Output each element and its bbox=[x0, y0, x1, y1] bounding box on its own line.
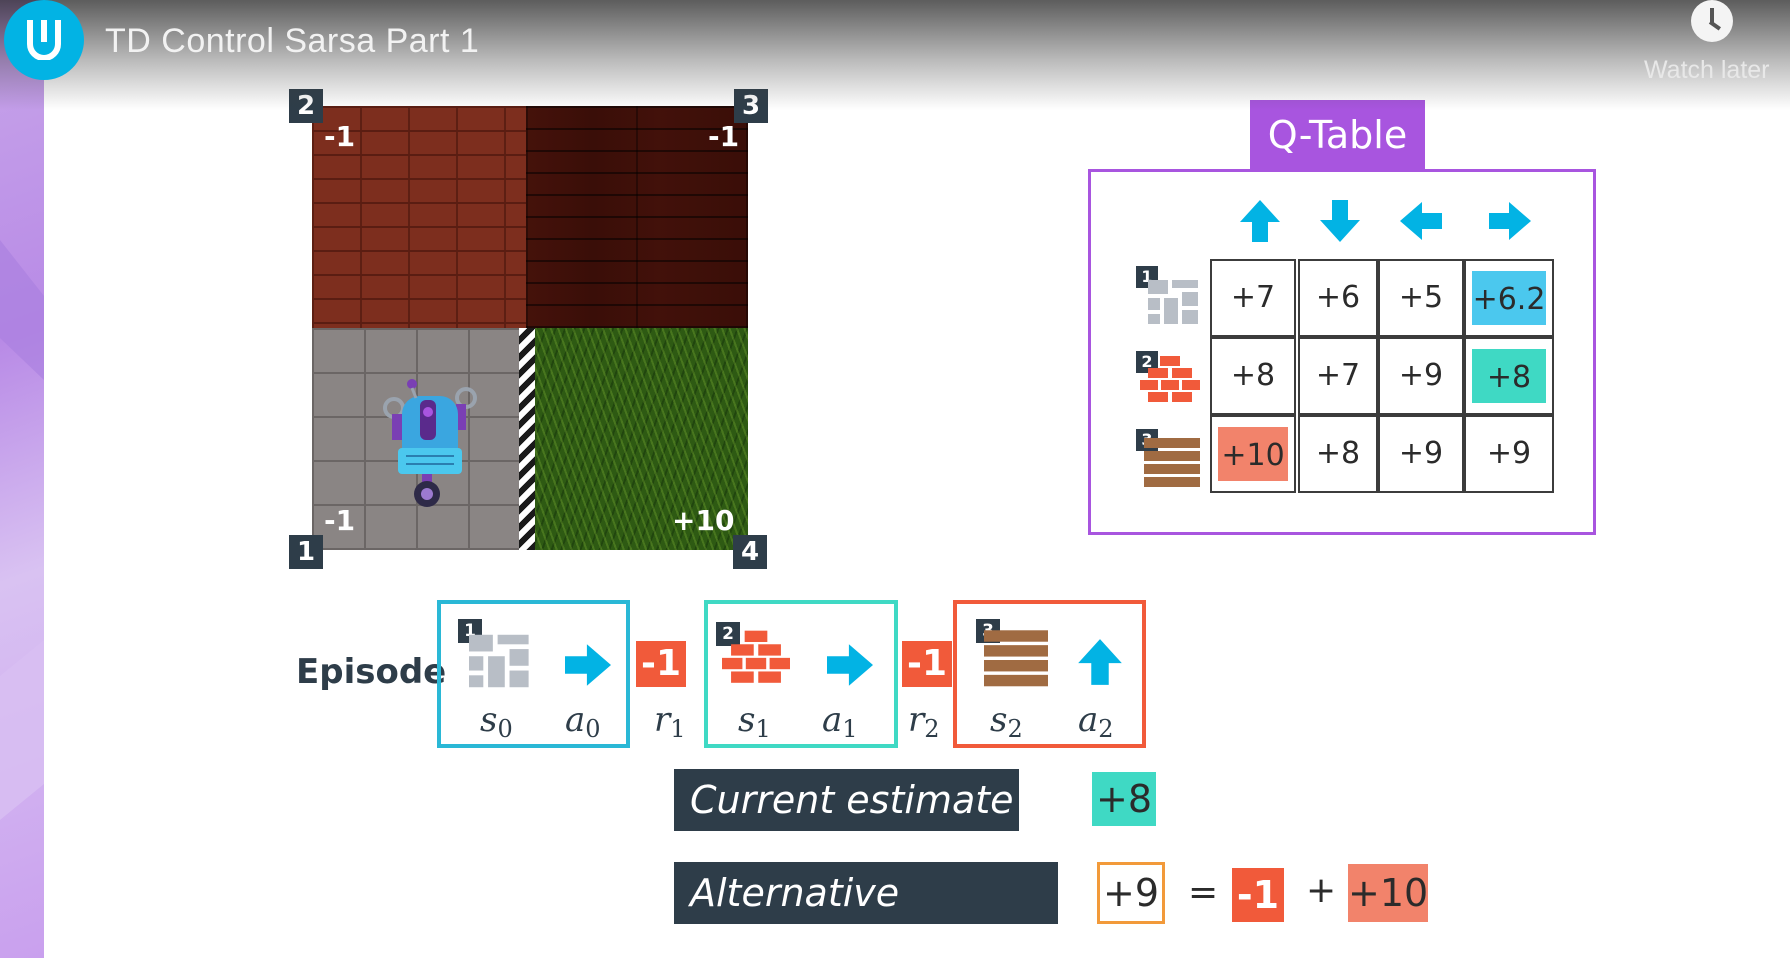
q-cell: +9 bbox=[1378, 415, 1464, 493]
robot-icon bbox=[383, 379, 477, 507]
video-title[interactable]: TD Control Sarsa Part 1 bbox=[105, 22, 480, 60]
q-cell: +7 bbox=[1298, 337, 1378, 415]
cell-reward: -1 bbox=[324, 120, 356, 153]
alternative-estimate-value: +9 bbox=[1097, 862, 1165, 924]
equals-sign: = bbox=[1188, 872, 1219, 913]
episode-label: Episode bbox=[296, 652, 447, 692]
reward-box: -1 bbox=[902, 641, 952, 687]
down-arrow-icon bbox=[1320, 200, 1360, 242]
q-cell: +5 bbox=[1378, 259, 1464, 337]
udacity-logo-icon bbox=[27, 20, 61, 60]
wood-planks-icon bbox=[984, 630, 1048, 687]
q-cell-highlighted: +6.2 bbox=[1464, 259, 1554, 337]
episode-step bbox=[704, 600, 898, 748]
q-value: +6.2 bbox=[1472, 271, 1546, 325]
wall-barrier bbox=[519, 328, 535, 550]
q-cell: +8 bbox=[1210, 337, 1296, 415]
q-value: +8 bbox=[1472, 349, 1546, 403]
cell-reward: -1 bbox=[324, 504, 356, 537]
row-state-badge: 2 bbox=[1136, 351, 1158, 373]
episode-step bbox=[953, 600, 1146, 748]
left-arrow-icon bbox=[1400, 202, 1442, 240]
action-symbol: a1 bbox=[822, 700, 858, 743]
decorative-facet bbox=[0, 640, 44, 820]
right-arrow-icon bbox=[1489, 202, 1531, 240]
q-cell: +8 bbox=[1298, 415, 1378, 493]
reward-symbol: r2 bbox=[908, 700, 940, 743]
action-symbol: a2 bbox=[1078, 700, 1114, 743]
q-cell-highlighted: +8 bbox=[1464, 337, 1554, 415]
current-estimate-label: Current estimate bbox=[674, 769, 1019, 831]
future-term: +10 bbox=[1348, 864, 1428, 922]
current-estimate-value: +8 bbox=[1092, 772, 1156, 826]
player-top-bar bbox=[0, 0, 1790, 110]
up-arrow-icon bbox=[1240, 200, 1280, 242]
up-arrow-icon bbox=[1078, 639, 1122, 685]
state-badge: 1 bbox=[289, 535, 323, 569]
episode-step bbox=[437, 600, 630, 748]
q-cell: +6 bbox=[1298, 259, 1378, 337]
channel-logo[interactable] bbox=[4, 0, 84, 80]
qtable-title: Q-Table bbox=[1250, 100, 1425, 170]
brick-wall-icon bbox=[722, 630, 790, 683]
step-state-badge: 2 bbox=[716, 622, 740, 646]
stone-tile-icon bbox=[469, 634, 529, 688]
q-cell: +7 bbox=[1210, 259, 1296, 337]
right-arrow-icon bbox=[827, 644, 873, 686]
right-arrow-icon bbox=[565, 644, 611, 686]
brick-wall-icon bbox=[1140, 356, 1200, 402]
cell-reward: -1 bbox=[708, 120, 740, 153]
cell-reward: +10 bbox=[672, 504, 735, 537]
stone-tile-icon bbox=[1148, 280, 1198, 324]
state-symbol: s2 bbox=[990, 700, 1023, 743]
decorative-facet bbox=[0, 240, 44, 380]
stone-cell bbox=[312, 328, 526, 550]
wood-cell bbox=[526, 106, 748, 328]
grid-world: -1 -1 -1 +10 bbox=[312, 106, 748, 550]
reward-box: -1 bbox=[636, 641, 686, 687]
q-cell-highlighted: +10 bbox=[1210, 415, 1296, 493]
qtable-panel bbox=[1088, 169, 1596, 535]
state-badge: 4 bbox=[733, 535, 767, 569]
decorative-rail bbox=[0, 0, 44, 958]
state-symbol: s1 bbox=[738, 700, 771, 743]
reward-term: -1 bbox=[1232, 868, 1284, 922]
wood-planks-icon bbox=[1144, 438, 1200, 487]
plus-sign: + bbox=[1306, 870, 1337, 911]
alternative-estimate-label: Alternative estimate bbox=[674, 862, 1058, 958]
q-cell: +9 bbox=[1464, 415, 1554, 493]
q-value: +10 bbox=[1218, 427, 1288, 481]
brick-cell bbox=[312, 106, 526, 328]
action-symbol: a0 bbox=[565, 700, 601, 743]
reward-symbol: r1 bbox=[654, 700, 686, 743]
state-symbol: s0 bbox=[480, 700, 513, 743]
clock-icon[interactable] bbox=[1691, 0, 1733, 42]
watch-later-label[interactable]: Watch later bbox=[1644, 56, 1770, 84]
q-cell: +9 bbox=[1378, 337, 1464, 415]
grass-cell bbox=[526, 328, 748, 550]
